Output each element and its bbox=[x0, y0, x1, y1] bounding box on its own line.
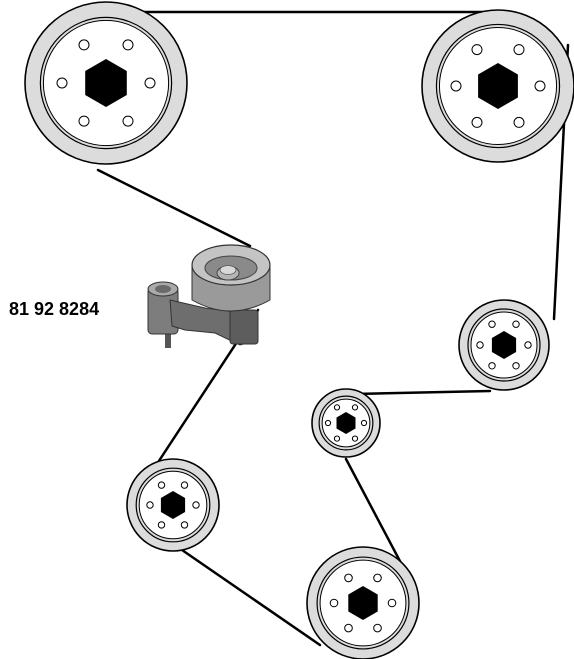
bolt-hole-icon bbox=[333, 435, 341, 442]
bolt-hole-icon bbox=[373, 573, 382, 583]
bolt-hole-icon bbox=[78, 115, 90, 127]
hex-hub-icon bbox=[478, 63, 518, 109]
bolt-hole-icon bbox=[78, 39, 90, 51]
bolt-hole-icon bbox=[192, 501, 200, 509]
bolt-hole-icon bbox=[344, 573, 353, 583]
belt-tensioner-photo bbox=[147, 244, 271, 348]
bolt-hole-icon bbox=[144, 77, 156, 89]
bolt-hole-icon bbox=[180, 521, 189, 529]
bolt-hole-icon bbox=[180, 481, 189, 489]
bolt-hole-icon bbox=[122, 39, 134, 51]
bolt-hole-icon bbox=[488, 320, 496, 328]
pulley-inner-ring bbox=[467, 308, 541, 382]
pulleys bbox=[24, 1, 574, 659]
lower-left-pulley bbox=[126, 458, 220, 552]
bolt-hole-icon bbox=[450, 80, 462, 92]
pulley-inner-ring bbox=[316, 556, 410, 650]
bolt-hole-icon bbox=[488, 362, 496, 370]
bolt-hole-icon bbox=[471, 44, 483, 56]
bolt-hole-icon bbox=[524, 341, 532, 349]
hex-hub-icon bbox=[491, 331, 517, 359]
bolt-hole-icon bbox=[512, 320, 520, 328]
bolt-hole-icon bbox=[471, 116, 483, 128]
bolt-hole-icon bbox=[324, 419, 332, 427]
bolt-hole-icon bbox=[476, 341, 484, 349]
belt-segment-crank-to-lower-left bbox=[180, 548, 322, 647]
bolt-hole-icon bbox=[157, 521, 166, 529]
bolt-hole-icon bbox=[373, 623, 382, 633]
bolt-hole-icon bbox=[513, 44, 525, 56]
part-number-label: 81 92 8284 bbox=[9, 299, 100, 319]
belt-segment-right-to-middle bbox=[352, 389, 492, 396]
pulley-inner-ring bbox=[435, 23, 561, 149]
bolt-hole-icon bbox=[122, 115, 134, 127]
bolt-hole-icon bbox=[513, 116, 525, 128]
hex-hub-icon bbox=[85, 59, 127, 107]
bolt-hole-icon bbox=[360, 419, 368, 427]
bolt-hole-icon bbox=[512, 362, 520, 370]
upper-left-camshaft-pulley bbox=[24, 1, 188, 165]
belt-segment-middle-to-crank bbox=[344, 457, 404, 567]
middle-idler-pulley bbox=[311, 388, 381, 458]
hex-hub-icon bbox=[160, 491, 186, 519]
pulley-inner-ring bbox=[39, 16, 173, 150]
bolt-hole-icon bbox=[534, 80, 546, 92]
bolt-hole-icon bbox=[157, 481, 166, 489]
pulley-inner-ring bbox=[318, 395, 374, 451]
crankshaft-pulley bbox=[306, 546, 420, 659]
bolt-hole-icon bbox=[344, 623, 353, 633]
belt-segment-tensioner-to-upper-left bbox=[96, 168, 252, 248]
bolt-hole-icon bbox=[351, 404, 359, 411]
upper-right-camshaft-pulley bbox=[421, 9, 574, 163]
bolt-hole-icon bbox=[387, 598, 397, 608]
pulley-inner-ring bbox=[135, 467, 211, 543]
hex-hub-icon bbox=[348, 586, 378, 620]
bolt-hole-icon bbox=[333, 404, 341, 411]
bolt-hole-icon bbox=[351, 435, 359, 442]
bolt-hole-icon bbox=[56, 77, 68, 89]
bolt-hole-icon bbox=[329, 598, 339, 608]
bolt-hole-icon bbox=[146, 501, 154, 509]
right-idler-pulley bbox=[458, 299, 550, 391]
hex-hub-icon bbox=[336, 412, 356, 434]
